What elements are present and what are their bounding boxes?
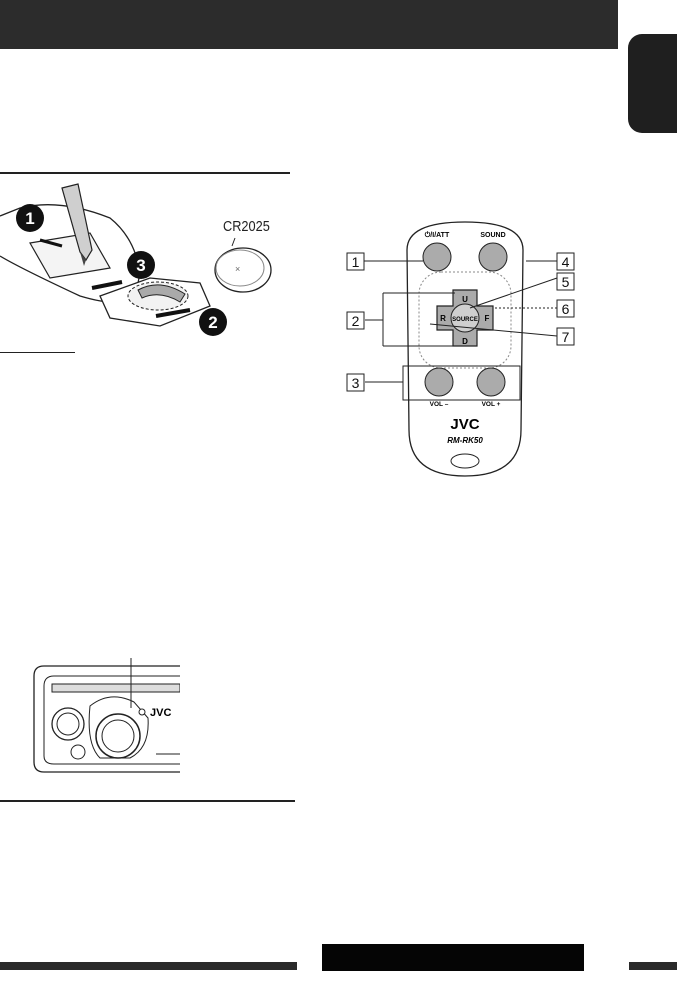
coin-battery: × xyxy=(214,237,272,293)
callout-3-text: 3 xyxy=(352,375,360,391)
remote-model: RM-RK50 xyxy=(447,436,483,445)
vol-plus-button[interactable] xyxy=(476,367,506,397)
callout-6: 6 xyxy=(556,299,575,318)
callout-6-text: 6 xyxy=(562,301,570,317)
sound-button[interactable] xyxy=(478,242,508,272)
callout-lines xyxy=(364,260,558,401)
vol-plus-label: VOL + xyxy=(482,401,501,408)
step-1-number: 1 xyxy=(25,209,34,228)
footer-bar-left xyxy=(0,962,297,970)
callout-2-text: 2 xyxy=(352,313,360,329)
head-unit-illustration: JVC xyxy=(33,658,180,773)
section-rule-battery xyxy=(0,172,290,174)
pen-tool xyxy=(61,183,93,266)
callout-1: 1 xyxy=(346,252,365,271)
callout-7: 7 xyxy=(556,327,575,346)
power-att-label: ⏻/I/ATT xyxy=(425,231,450,239)
section-rule-bottom xyxy=(0,800,295,802)
language-side-tab xyxy=(628,34,677,133)
callout-5-text: 5 xyxy=(562,274,570,290)
sound-label: SOUND xyxy=(480,232,505,239)
callout-7-text: 7 xyxy=(562,329,570,345)
arrow-2 xyxy=(155,308,191,318)
reset-button[interactable] xyxy=(138,708,146,716)
vol-minus-label: VOL – xyxy=(430,401,449,408)
callout-1-text: 1 xyxy=(352,254,360,270)
header-bar xyxy=(0,0,618,49)
power-att-button[interactable] xyxy=(422,242,452,272)
remote-body xyxy=(406,221,524,477)
ir-window xyxy=(450,453,480,469)
source-label: SOURCE xyxy=(452,317,478,323)
dpad-right-label[interactable]: F xyxy=(485,314,490,323)
svg-text:×: × xyxy=(235,264,240,274)
battery-type-label: CR2025 xyxy=(223,218,270,235)
arrow-3 xyxy=(91,280,123,290)
arrow-1 xyxy=(39,238,63,248)
unit-brand: JVC xyxy=(150,707,171,719)
step-1-badge: 1 xyxy=(16,204,44,232)
step-3-badge: 3 xyxy=(127,251,155,279)
callout-3: 3 xyxy=(346,373,365,392)
callout-4-text: 4 xyxy=(562,254,570,270)
battery-illustration: × 1 3 2 xyxy=(0,183,272,336)
step-2-number: 2 xyxy=(208,313,217,332)
callout-5: 5 xyxy=(556,272,575,291)
callout-badges: 1 2 3 4 5 6 7 xyxy=(346,252,575,392)
callout-2: 2 xyxy=(346,311,365,330)
vol-minus-button[interactable] xyxy=(424,367,454,397)
dpad-down-label[interactable]: D xyxy=(462,337,468,346)
step-2-badge: 2 xyxy=(199,308,227,336)
short-rule xyxy=(0,352,75,353)
footer-bar-center xyxy=(322,944,584,971)
footer-bar-right xyxy=(629,962,677,970)
remote-brand: JVC xyxy=(450,416,479,433)
callout-4: 4 xyxy=(556,252,575,271)
dpad-left-label[interactable]: R xyxy=(440,314,446,323)
step-3-number: 3 xyxy=(136,256,145,275)
dpad-up-label[interactable]: U xyxy=(462,295,468,304)
source-button[interactable] xyxy=(450,303,480,333)
remote-illustration: ⏻/I/ATT SOUND U D R F SOURCE VOL – VOL +… xyxy=(406,221,524,477)
battery-tray xyxy=(99,277,211,327)
